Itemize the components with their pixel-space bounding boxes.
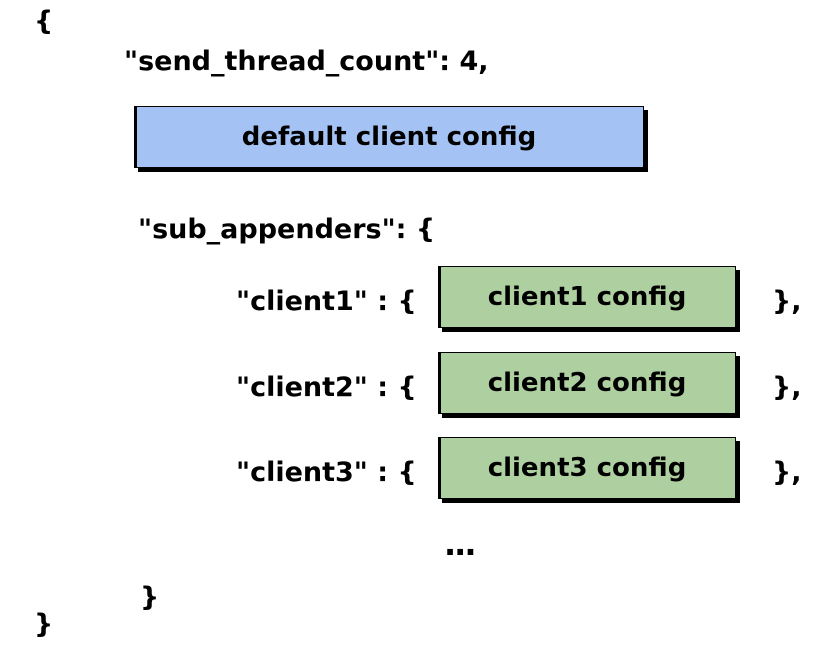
client3-config-box: client3 config xyxy=(438,437,740,503)
outer-close-brace: } xyxy=(34,609,54,640)
box-shadow xyxy=(442,414,740,418)
box-shadow xyxy=(138,168,648,172)
outer-open-brace: { xyxy=(34,6,54,37)
client2-trailing: }, xyxy=(772,372,802,403)
client2-config-box: client2 config xyxy=(438,352,740,418)
client1-config-box: client1 config xyxy=(438,266,740,332)
client3-trailing: }, xyxy=(772,457,802,488)
box-shadow xyxy=(442,499,740,503)
sub-appenders-key: "sub_appenders": { xyxy=(138,214,436,245)
default-client-config-box: default client config xyxy=(134,106,648,172)
client2-config-label: client2 config xyxy=(487,368,687,398)
ellipsis: ... xyxy=(444,525,477,563)
client1-config-label: client1 config xyxy=(487,282,687,312)
client1-key: "client1" : { xyxy=(236,286,417,317)
send-thread-count-line: "send_thread_count": 4, xyxy=(124,46,489,77)
client3-key: "client3" : { xyxy=(236,457,417,488)
default-client-config-label: default client config xyxy=(241,122,537,152)
sub-appenders-close-brace: } xyxy=(140,582,160,613)
client2-key: "client2" : { xyxy=(236,372,417,403)
client3-config-label: client3 config xyxy=(487,453,687,483)
box-shadow xyxy=(442,328,740,332)
client1-trailing: }, xyxy=(772,286,802,317)
